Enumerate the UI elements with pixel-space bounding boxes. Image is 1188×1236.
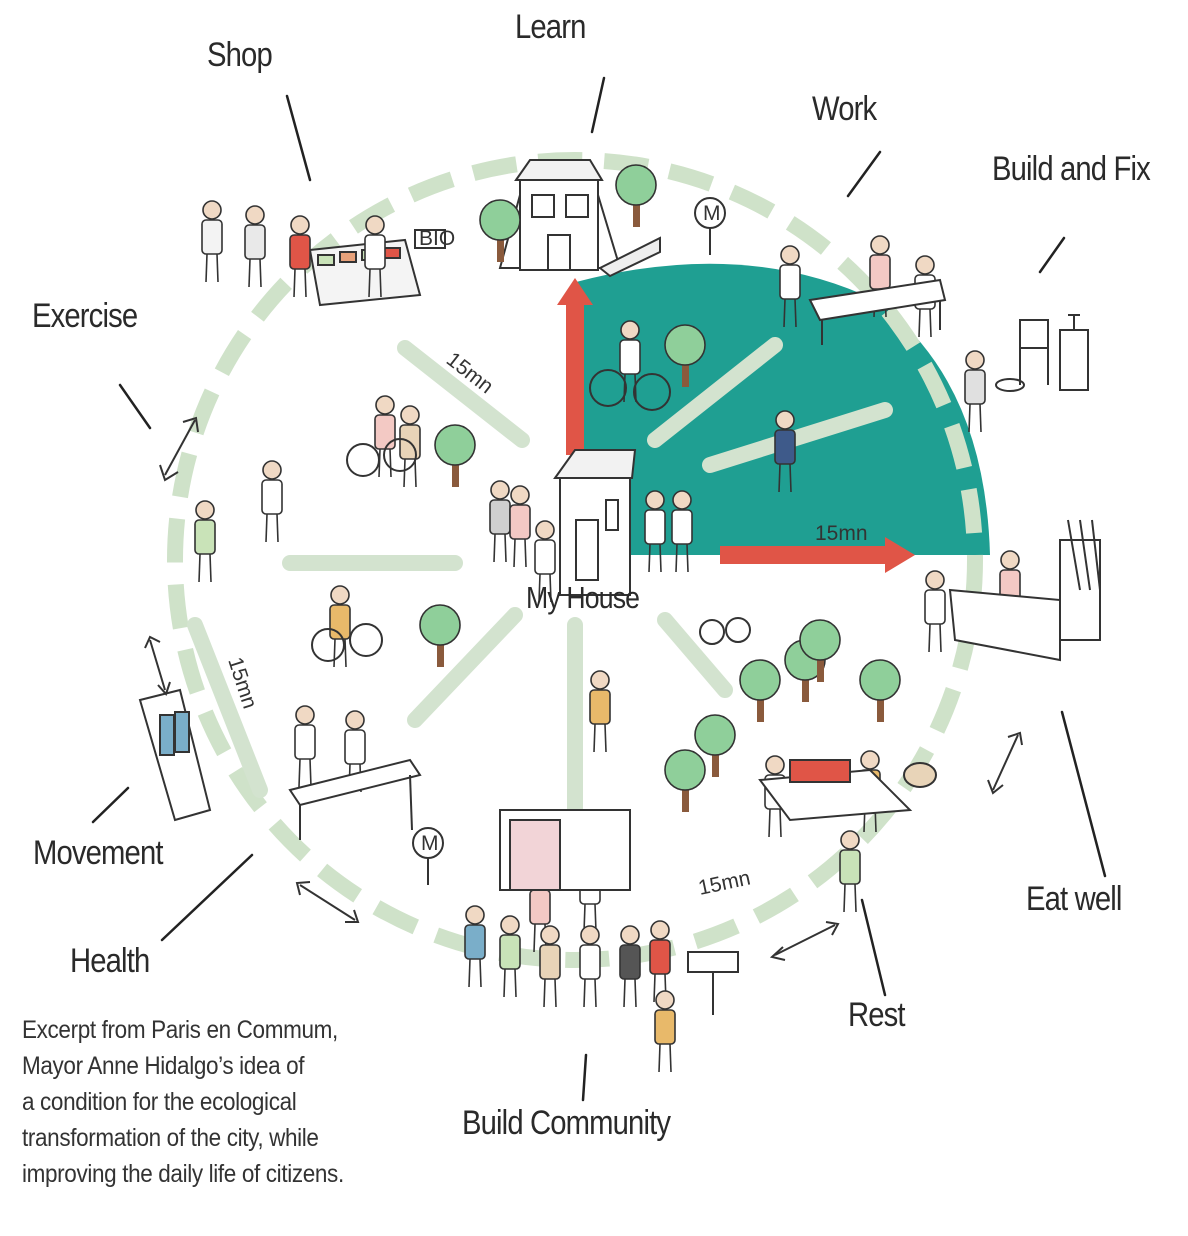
label-eat-well: Eat well	[1026, 880, 1122, 918]
tree-icon	[664, 324, 706, 387]
metro-sign-icon	[412, 197, 726, 885]
caption: Excerpt from Paris en Commum, Mayor Anne…	[22, 1012, 400, 1192]
tree-icon	[694, 714, 736, 777]
person-figure	[779, 245, 801, 328]
bicycle-icons	[311, 369, 751, 662]
label-shop: Shop	[207, 36, 273, 74]
tree-icon	[799, 619, 841, 682]
tree-icon	[419, 604, 461, 667]
label-health: Health	[70, 942, 150, 980]
person-figure	[464, 905, 486, 988]
person-figure	[364, 215, 386, 298]
trees	[419, 164, 901, 812]
doctor-desk-icon	[288, 758, 422, 840]
school-building-icon	[498, 159, 661, 278]
person-figure	[654, 990, 676, 1073]
tree-icon	[739, 659, 781, 722]
caption-line: Mayor Anne Hidalgo’s idea of	[22, 1052, 305, 1080]
bakery-counter-icon	[948, 519, 1101, 662]
radial-paths	[187, 337, 893, 838]
person-figure	[539, 925, 561, 1008]
time-label-bottom: 15mn	[696, 866, 752, 899]
person-figure	[489, 480, 511, 563]
tree-icon	[859, 659, 901, 722]
person-figure	[579, 925, 601, 1008]
tree-icon	[479, 199, 521, 262]
double-arrows	[144, 416, 1023, 961]
label-rest: Rest	[848, 996, 906, 1034]
community-stage-icon	[499, 809, 739, 1015]
tree-icon	[615, 164, 657, 227]
stall-sign: BIO	[419, 227, 455, 250]
person-figure	[869, 235, 891, 318]
person-figure	[964, 350, 986, 433]
picnic-blanket-icon	[758, 759, 937, 822]
person-figure	[499, 915, 521, 998]
caption-line: transformation of the city, while	[22, 1124, 319, 1152]
time-label-right: 15mn	[815, 522, 868, 545]
person-figure	[619, 320, 641, 403]
person-figure	[924, 570, 946, 653]
person-figure	[399, 405, 421, 488]
label-exercise: Exercise	[32, 297, 138, 335]
leader-lines	[91, 76, 1107, 1102]
label-build-and-fix: Build and Fix	[992, 150, 1151, 188]
caption-line: a condition for the ecological	[22, 1088, 297, 1116]
person-figure	[289, 215, 311, 298]
person-figure	[589, 670, 611, 753]
label-movement: Movement	[33, 834, 163, 872]
solar-panel-icon	[138, 688, 212, 822]
person-figure	[509, 485, 531, 568]
tree-icon	[664, 749, 706, 812]
caption-line: improving the daily life of citizens.	[22, 1160, 344, 1188]
work-desk-icon	[808, 278, 947, 345]
person-figure	[649, 920, 671, 1003]
chair-icons	[995, 314, 1089, 392]
person-figure	[774, 410, 796, 493]
person-figure	[194, 500, 216, 583]
tree-icon	[434, 424, 476, 487]
person-figure	[619, 925, 641, 1008]
person-figure	[244, 205, 266, 288]
person-figure	[261, 460, 283, 543]
label-work: Work	[812, 90, 877, 128]
people-figures	[194, 200, 1021, 1073]
house-icon	[553, 449, 637, 596]
person-figure	[644, 490, 666, 573]
person-figure	[201, 200, 223, 283]
red-arrows	[557, 278, 915, 573]
label-my-house: My House	[526, 580, 640, 615]
person-figure	[839, 830, 861, 913]
metro-sign-label: M	[421, 832, 439, 855]
person-figure	[534, 520, 556, 603]
person-figure	[294, 705, 316, 788]
caption-line: Excerpt from Paris en Commum,	[22, 1016, 338, 1044]
label-learn: Learn	[515, 8, 586, 46]
person-figure	[671, 490, 693, 573]
label-build-community: Build Community	[462, 1104, 671, 1142]
metro-sign-label: M	[703, 202, 721, 225]
